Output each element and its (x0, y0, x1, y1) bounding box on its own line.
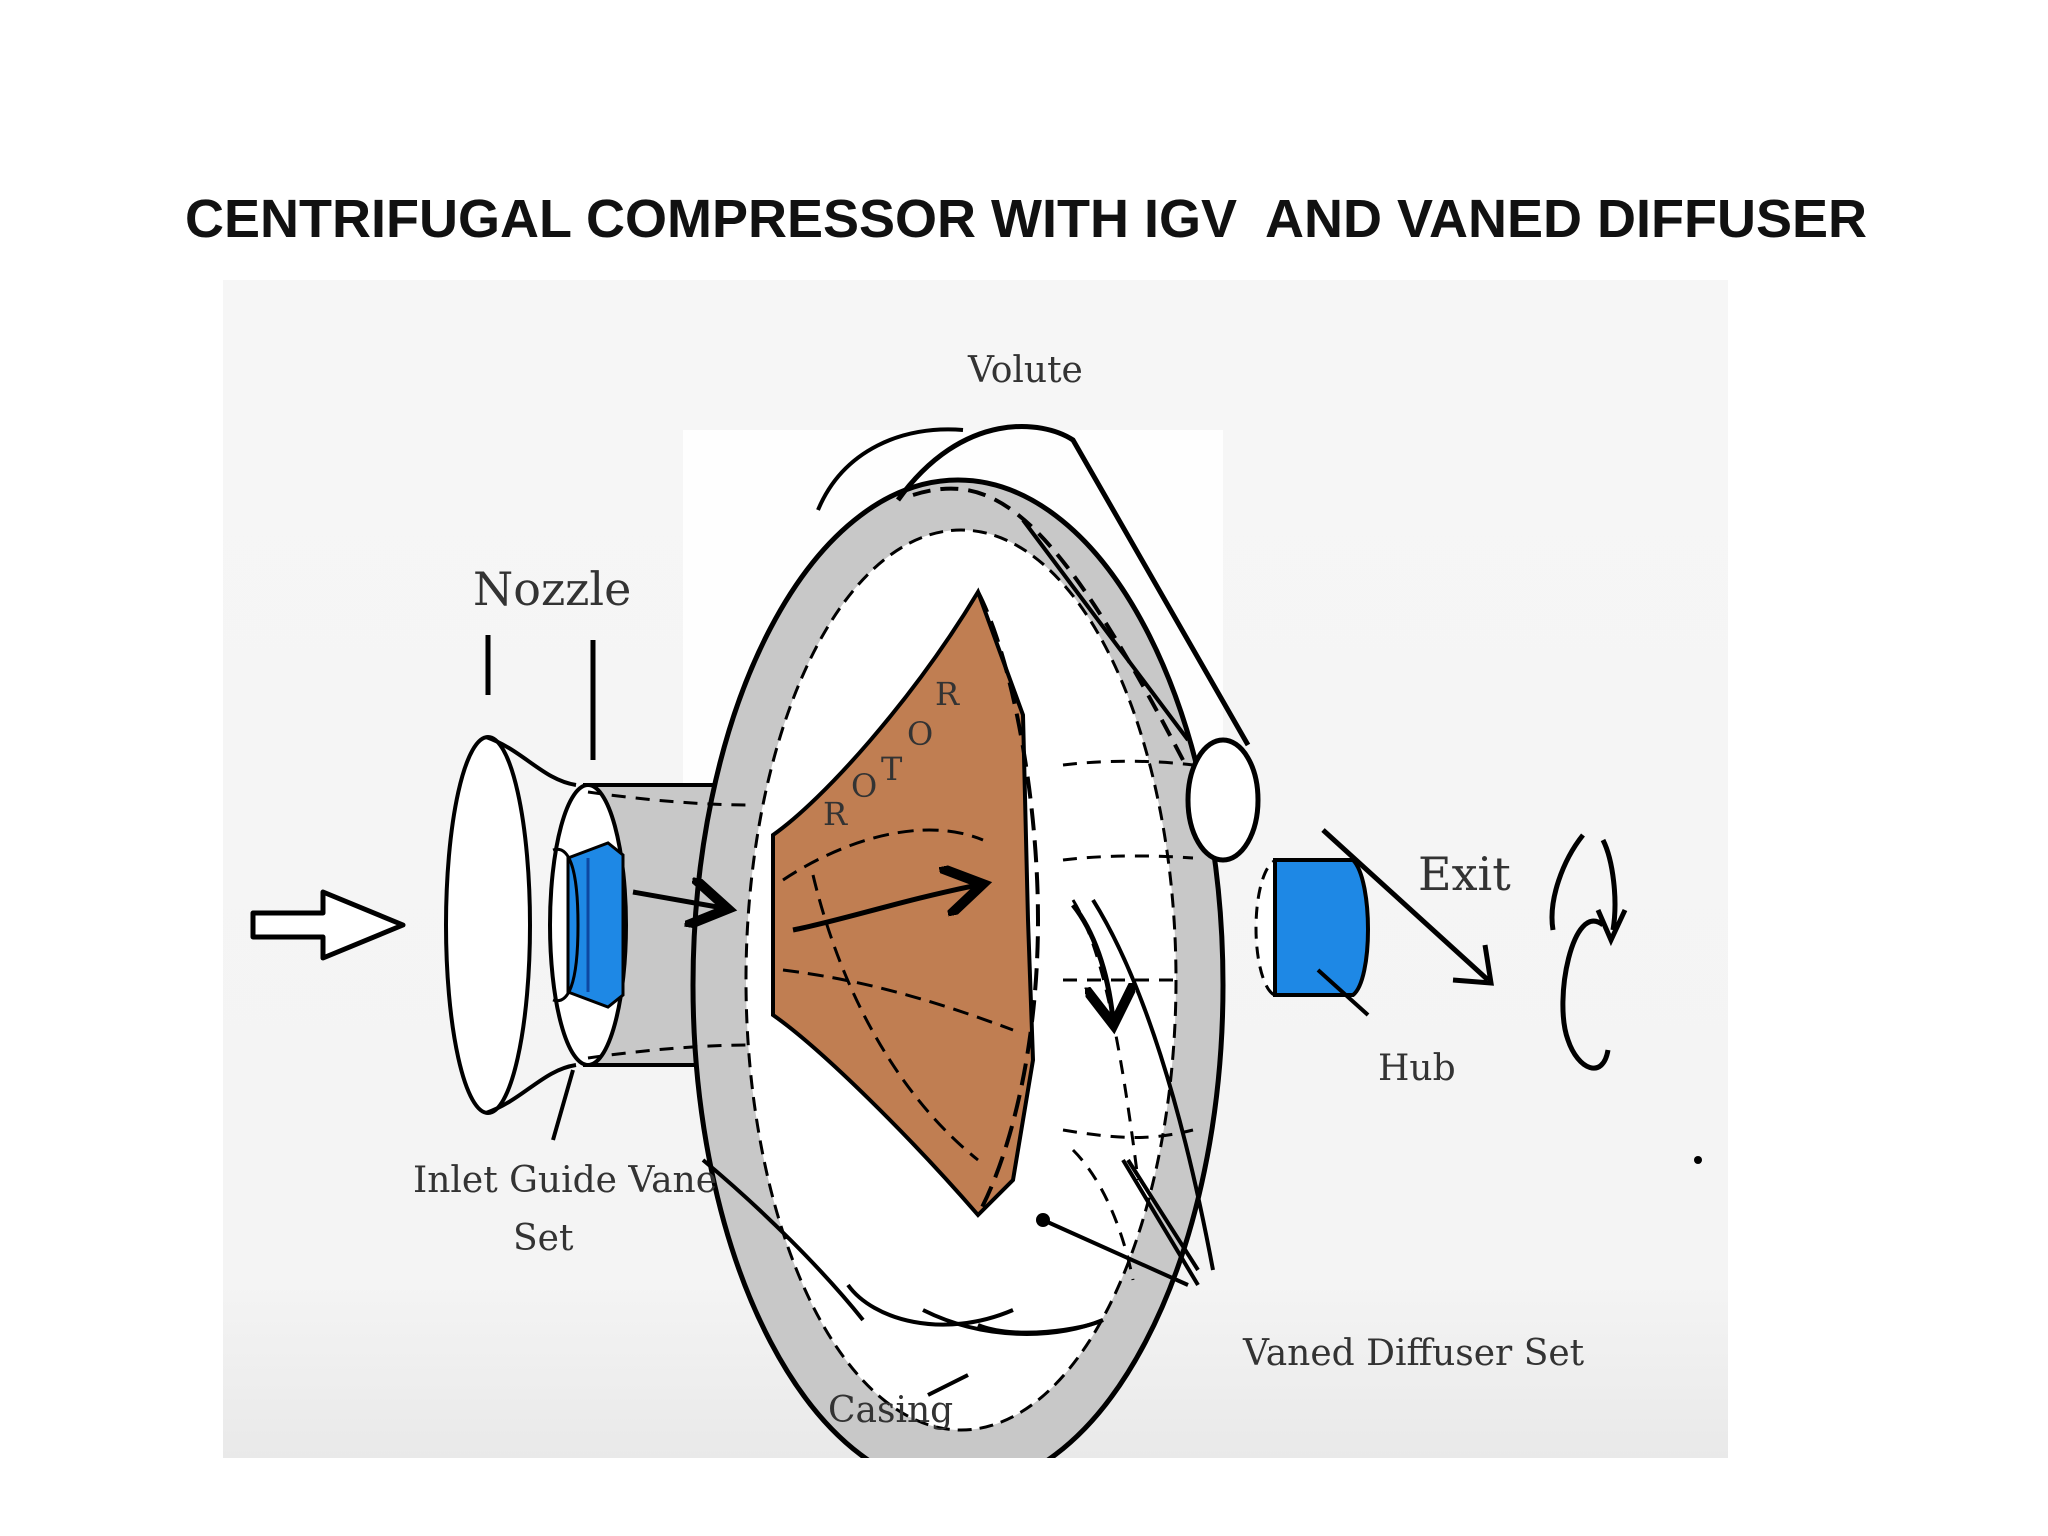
label-casing: Casing (828, 1390, 953, 1431)
volute (816, 423, 1261, 1335)
nozzle (444, 635, 596, 1115)
hub (1254, 858, 1370, 1017)
rotor-letter-3: T (881, 750, 903, 788)
label-hub: Hub (1378, 1048, 1456, 1089)
compressor-diagram: Volute Nozzle Exit Hub Inlet Guide Vane … (223, 280, 1728, 1458)
exit-arrow (1321, 828, 1494, 986)
label-volute: Volute (967, 350, 1083, 391)
rotor-letter-2: O (851, 767, 877, 805)
label-vaned-diffuser: Vaned Diffuser Set (1242, 1333, 1585, 1374)
rotation-arrow-icon (1549, 833, 1628, 1071)
label-nozzle: Nozzle (473, 562, 631, 616)
inlet-guide-vane-set (552, 841, 625, 1009)
label-exit: Exit (1418, 847, 1511, 901)
rotor-letter-5: R (935, 675, 960, 713)
flow-arrows (632, 885, 1113, 1020)
rotor-letter-4: O (907, 715, 933, 753)
rotor-letter-1: R (823, 795, 848, 833)
vaned-diffuser-lines (701, 898, 1215, 1336)
label-igv-line2: Set (513, 1218, 574, 1259)
inflow-arrow (250, 889, 406, 961)
leader-lines (551, 1069, 1200, 1397)
slide-title: CENTRIFUGAL COMPRESSOR WITH IGV AND VANE… (185, 189, 1868, 249)
dashed-outlines (587, 759, 1194, 1281)
label-igv-line1: Inlet Guide Vane (413, 1160, 717, 1201)
